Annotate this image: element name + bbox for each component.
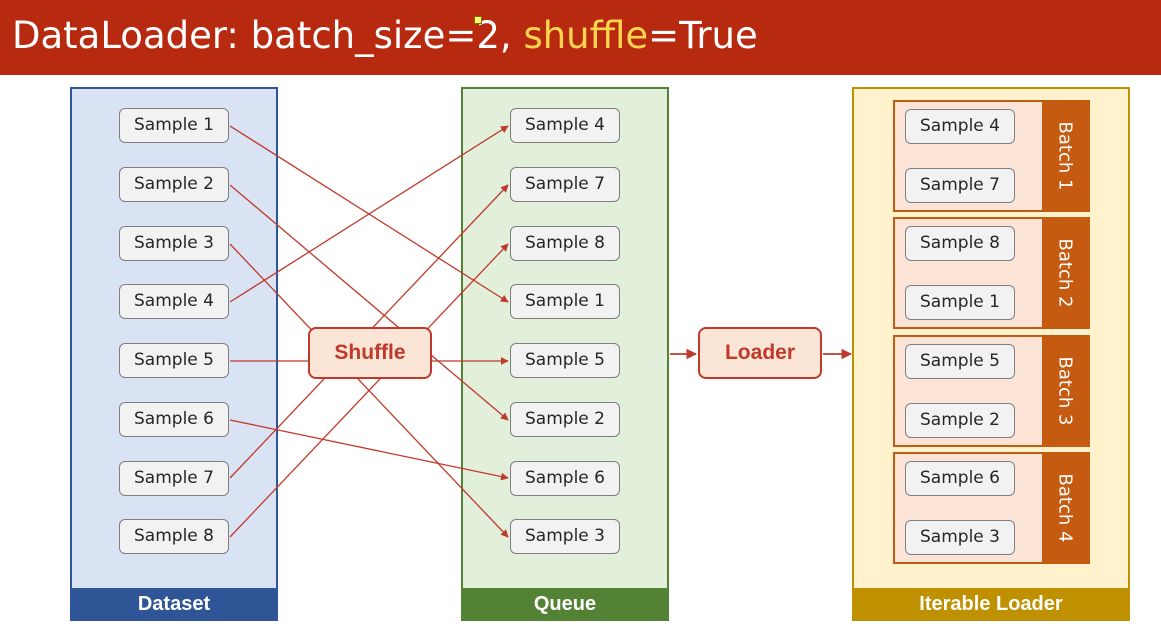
batch-label: Batch 3 (1042, 337, 1088, 445)
batch-label-text: Batch 4 (1054, 473, 1076, 543)
batch-sample: Sample 3 (905, 520, 1015, 555)
batch-sample: Sample 4 (905, 109, 1015, 144)
batch-sample: Sample 2 (905, 403, 1015, 438)
shuffle-box: Shuffle (308, 327, 432, 379)
batch-sample: Sample 6 (905, 461, 1015, 496)
queue-sample: Sample 2 (510, 402, 620, 437)
queue-label: Queue (461, 588, 669, 621)
batch-label: Batch 1 (1042, 102, 1088, 210)
loader-box: Loader (698, 327, 822, 379)
queue-sample: Sample 6 (510, 461, 620, 496)
queue-sample: Sample 3 (510, 519, 620, 554)
batch-sample: Sample 5 (905, 344, 1015, 379)
dataset-sample: Sample 3 (119, 226, 229, 261)
batch-sample: Sample 1 (905, 285, 1015, 320)
page-title: DataLoader: batch_size=2, shuffle=True (12, 14, 758, 58)
batch-sample: Sample 7 (905, 168, 1015, 203)
title-bar: DataLoader: batch_size=2, shuffle=True (0, 0, 1161, 75)
queue-sample: Sample 5 (510, 343, 620, 378)
dataset-sample: Sample 7 (119, 461, 229, 496)
dataset-sample: Sample 2 (119, 167, 229, 202)
dataset-sample: Sample 6 (119, 402, 229, 437)
batch-label: Batch 4 (1042, 454, 1088, 562)
dataset-label: Dataset (70, 588, 278, 621)
title-prefix: DataLoader: batch_size=2, (12, 14, 524, 57)
title-highlight: shuffle (523, 14, 649, 57)
batch-label-text: Batch 1 (1054, 121, 1076, 191)
text-cursor-marker (474, 16, 482, 24)
dataset-sample: Sample 5 (119, 343, 229, 378)
batch-label: Batch 2 (1042, 219, 1088, 327)
queue-sample: Sample 4 (510, 108, 620, 143)
dataset-sample: Sample 1 (119, 108, 229, 143)
dataset-sample: Sample 4 (119, 284, 229, 319)
queue-sample: Sample 8 (510, 226, 620, 261)
dataset-sample: Sample 8 (119, 519, 229, 554)
batch-sample: Sample 8 (905, 226, 1015, 261)
batch-label-text: Batch 2 (1054, 238, 1076, 308)
batch-label-text: Batch 3 (1054, 356, 1076, 426)
title-suffix: =True (648, 14, 758, 57)
queue-sample: Sample 7 (510, 167, 620, 202)
queue-sample: Sample 1 (510, 284, 620, 319)
iterable-loader-label: Iterable Loader (852, 588, 1130, 621)
